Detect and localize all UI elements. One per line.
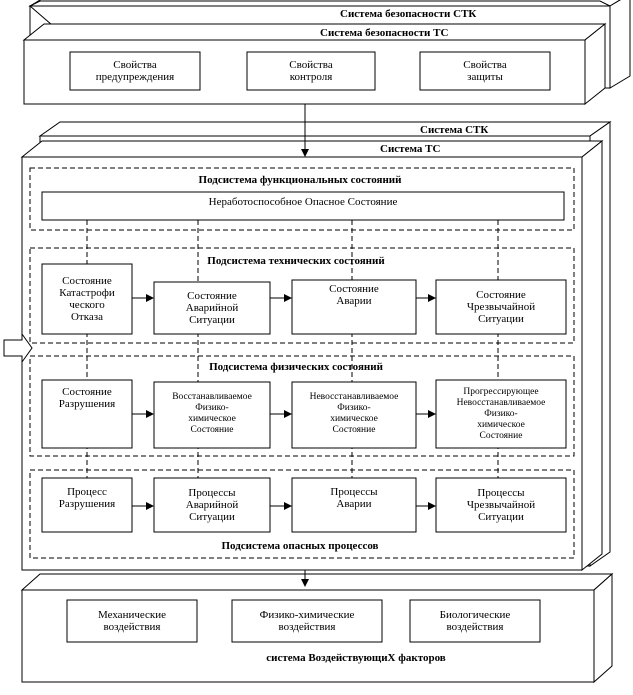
bottom-title: система ВоздействующиХ факторов (266, 652, 446, 664)
top-box-control (246, 51, 376, 91)
phys-box-1-label: Состояние Разрушения (58, 386, 116, 410)
bottom-box-physchem-label: Физико-химические воздействия (259, 609, 355, 633)
process-subsystem-title: Подсистема опасных процессов (221, 540, 379, 552)
proc-box-4-label: Процессы Чрезвычайной Ситуации (466, 487, 536, 523)
proc-box-2 (153, 477, 271, 533)
functional-state-label: Неработоспособное Опасное Состояние (208, 196, 398, 208)
tech-box-3-label: Состояние Аварии (329, 283, 379, 307)
top-box-control-label: Свойства контроля (289, 59, 333, 83)
tech-box-4 (435, 279, 567, 335)
tech-box-1 (41, 263, 133, 335)
physical-subsystem-region (29, 355, 575, 457)
physical-subsystem-title: Подсистема физических состояний (209, 361, 383, 373)
phys-box-2-label: Восстанавливаемое Физико- химическое Сос… (172, 392, 252, 435)
top-box-protection (419, 51, 551, 91)
technical-subsystem-title: Подсистема технических состояний (207, 255, 385, 267)
phys-box-3 (291, 381, 417, 449)
top-box-warning (69, 51, 201, 91)
tech-box-4-label: Состояние Чрезвычайной Ситуации (466, 289, 536, 325)
phys-box-2 (153, 381, 271, 449)
top-stk-title: Система безопасности СТК (340, 8, 477, 20)
bottom-box-bio (409, 599, 541, 643)
input-arrow (3, 332, 33, 364)
tech-box-3 (291, 279, 417, 335)
top-ts-title: Система безопасности ТС (320, 27, 449, 39)
middle-ts-title: Система ТС (380, 143, 441, 155)
phys-box-1 (41, 379, 133, 449)
phys-box-3-label: Невосстанавливаемое Физико- химическое С… (309, 392, 399, 435)
tech-box-2 (153, 281, 271, 335)
functional-subsystem-region (29, 167, 575, 231)
bottom-box-bio-label: Биологические воздействия (439, 609, 511, 633)
bottom-box-physchem (231, 599, 383, 643)
functional-subsystem-title: Подсистема функциональных состояний (198, 174, 402, 186)
tech-box-2-label: Состояние Аварийной Ситуации (185, 290, 239, 326)
proc-box-2-label: Процессы Аварийной Ситуации (185, 487, 239, 523)
proc-box-1-label: Процесс Разрушения (58, 486, 116, 510)
proc-box-4 (435, 477, 567, 533)
bottom-box-mechanical (66, 599, 198, 643)
phys-box-4 (435, 379, 567, 449)
proc-box-3 (291, 477, 417, 533)
bottom-box-mechanical-label: Механические воздействия (97, 609, 167, 633)
process-subsystem-region (29, 469, 575, 559)
proc-box-3-label: Процессы Аварии (330, 486, 378, 510)
top-box-protection-label: Свойства защиты (463, 59, 507, 83)
tech-box-1-label: Состояние Катастрофи ческого Отказа (59, 275, 115, 323)
proc-box-1 (41, 477, 133, 533)
functional-state-box (41, 191, 565, 221)
middle-stk-title: Система СТК (420, 124, 489, 136)
technical-subsystem-region (29, 247, 575, 344)
top-box-warning-label: Свойства предупреждения (95, 59, 175, 83)
phys-box-4-label: Прогрессирующее Невосстанавливаемое Физи… (456, 386, 546, 441)
